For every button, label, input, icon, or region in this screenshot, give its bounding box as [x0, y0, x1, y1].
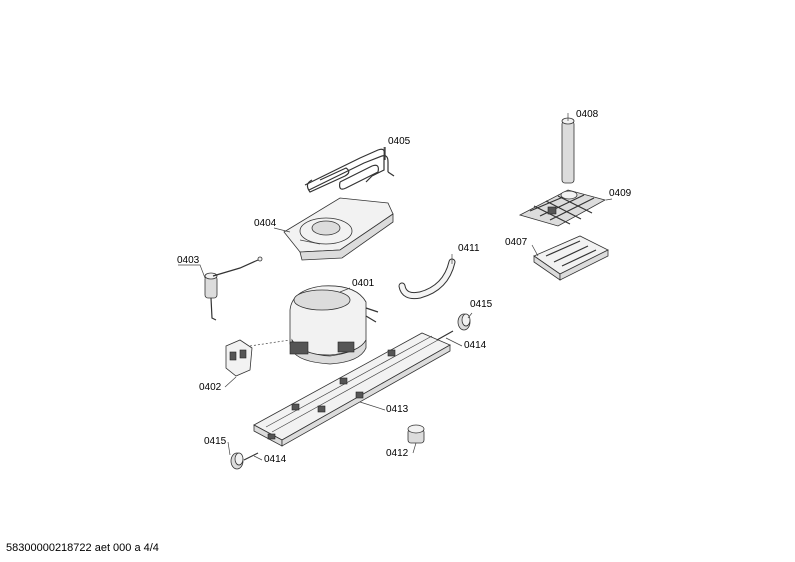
part-0408-tube	[561, 117, 575, 184]
label-0407: 0407	[505, 237, 528, 248]
label-0401: 0401	[352, 278, 375, 289]
label-0413: 0413	[386, 404, 409, 415]
part-0413-base-plate	[253, 332, 451, 447]
part-0405-condenser-coil	[304, 147, 395, 193]
part-0402-relay	[225, 339, 253, 377]
part-0407-tray	[533, 235, 609, 281]
label-0411: 0411	[458, 243, 480, 254]
label-0408: 0408	[576, 109, 599, 120]
label-0409: 0409	[609, 188, 632, 199]
label-0415-left: 0415	[204, 436, 227, 447]
part-0414-pin-right	[436, 330, 454, 341]
part-0415-foot-right	[457, 313, 471, 331]
part-0404-drip-tray	[283, 197, 394, 261]
label-0403: 0403	[177, 255, 200, 266]
part-0401-compressor	[289, 285, 379, 365]
part-0412-grommet	[407, 424, 425, 444]
leader-lines	[178, 113, 613, 461]
label-0414-right: 0414	[464, 340, 487, 351]
label-0405: 0405	[388, 136, 411, 147]
label-0415-right: 0415	[470, 299, 493, 310]
part-0409-grid-filter	[518, 189, 607, 227]
part-0411-hose	[398, 258, 456, 300]
part-0414-pin-left	[243, 452, 259, 461]
part-0415-foot-left	[230, 452, 244, 470]
document-id-footer: 58300000218722 aet 000 a 4/4	[6, 542, 159, 554]
label-0404: 0404	[254, 218, 277, 229]
label-0414-left: 0414	[264, 454, 287, 465]
label-0402: 0402	[199, 382, 222, 393]
label-0412: 0412	[386, 448, 409, 459]
part-0403-capacitor	[204, 256, 263, 321]
